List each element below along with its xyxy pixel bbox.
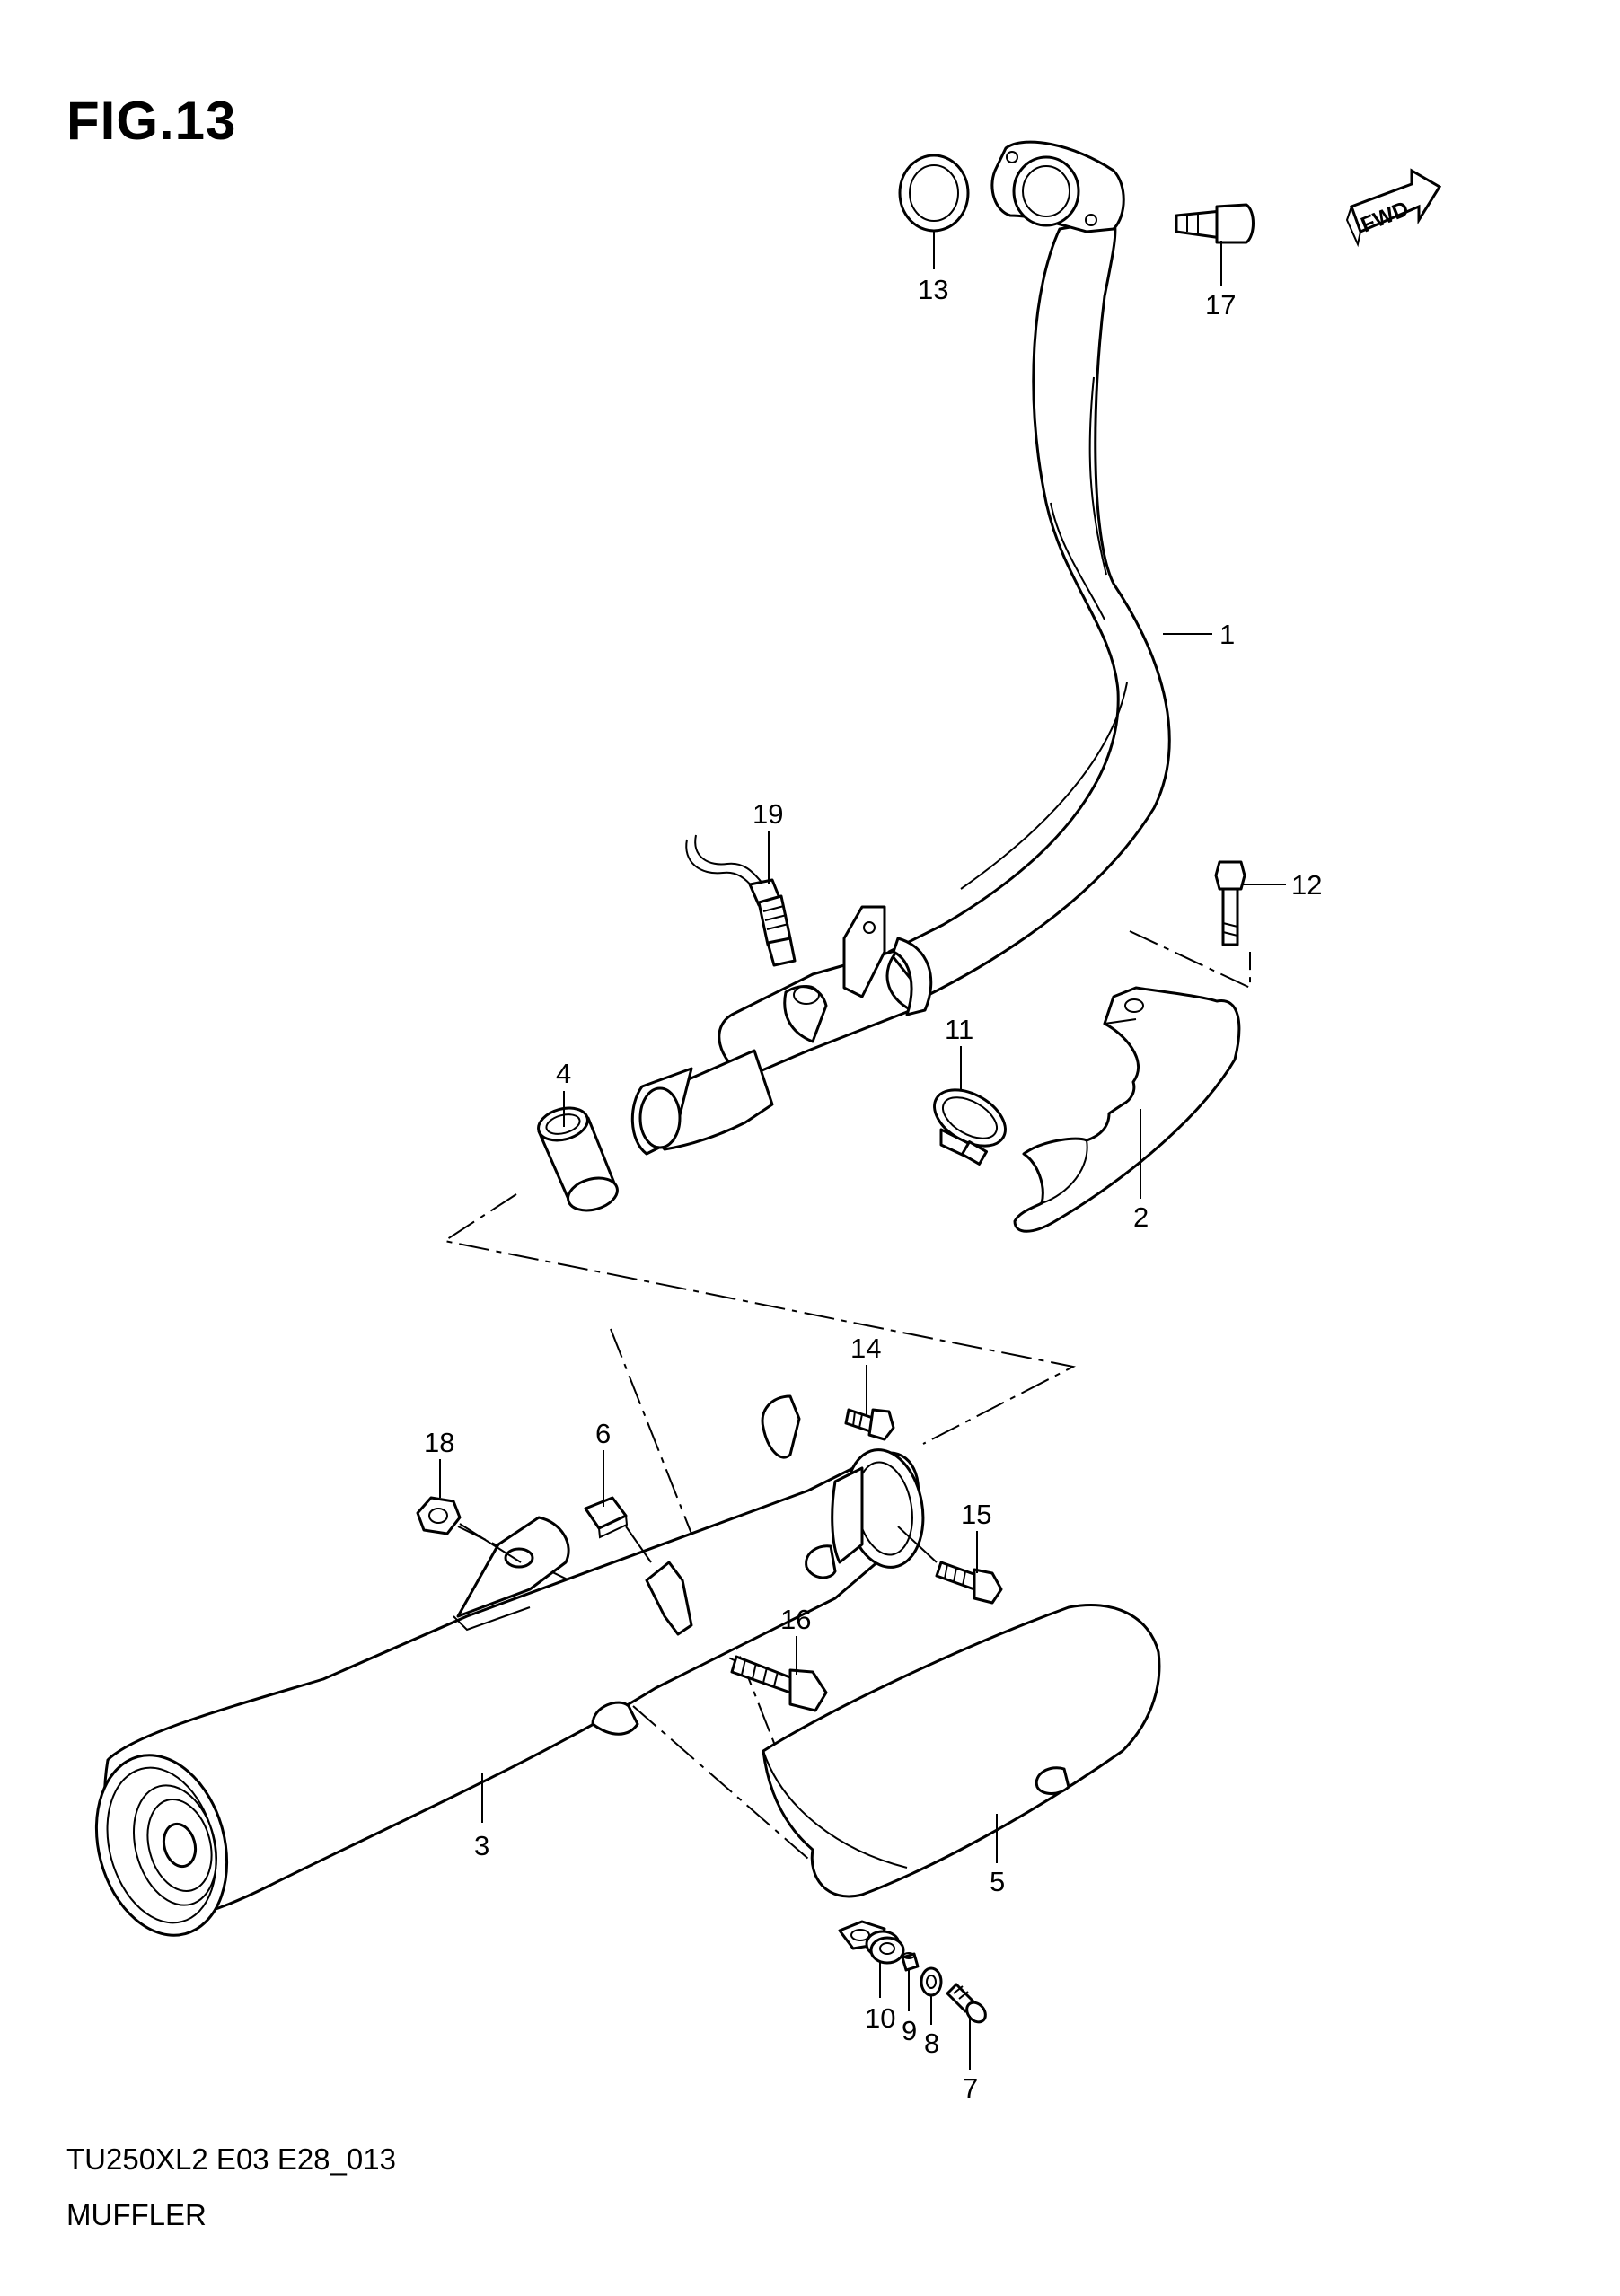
callout-12: 12 (1291, 869, 1322, 901)
callout-9: 9 (902, 2015, 917, 2046)
assembly-line-pipe-to-muffler (442, 1193, 1076, 1445)
callout-18: 18 (424, 1427, 454, 1458)
part-12-bolt (1214, 860, 1246, 946)
part-8-washer (920, 1966, 943, 1997)
callout-14: 14 (850, 1333, 881, 1364)
part-15-bolt (897, 1526, 1003, 1605)
callout-3: 3 (474, 1830, 489, 1861)
callout-11: 11 (945, 1014, 973, 1045)
callout-8: 8 (924, 2028, 939, 2059)
part-7-screw (946, 1983, 987, 2024)
part-14-bolt (844, 1408, 895, 1441)
part-9-collar (901, 1952, 920, 1972)
figure-title: FIG.13 (66, 91, 237, 151)
fwd-direction-badge: FWD (1345, 168, 1442, 248)
callout-17: 17 (1205, 289, 1236, 321)
part-1-exhaust-pipe (630, 140, 1171, 1156)
part-16-bolt (730, 1655, 828, 1712)
callout-5: 5 (990, 1866, 1005, 1897)
assembly-line-cover-bolt (1129, 930, 1251, 990)
assembly-line-cover-mount (632, 1705, 809, 1860)
part-5-protector (762, 1603, 1161, 1950)
part-6-cushion (584, 1496, 652, 1563)
part-2-heat-cover (1013, 986, 1241, 1233)
part-18-nut (416, 1496, 522, 1563)
section-name: MUFFLER (66, 2198, 207, 2231)
callout-15: 15 (961, 1499, 991, 1530)
part-3-muffler (94, 1394, 925, 1937)
callout-6: 6 (595, 1418, 611, 1449)
callout-13: 13 (918, 274, 948, 305)
callout-10: 10 (865, 2002, 895, 2034)
part-17-flange-bolt (1175, 203, 1255, 244)
callout-4: 4 (556, 1058, 571, 1089)
callout-7: 7 (963, 2072, 978, 2104)
callout-19: 19 (753, 798, 783, 830)
part-19-oxygen-sensor (685, 834, 797, 967)
callout-1: 1 (1219, 619, 1235, 650)
part-11-clamp (933, 1088, 1007, 1166)
drawing-code: TU250XL2 E03 E28_013 (66, 2142, 396, 2176)
part-4-sleeve (537, 1106, 619, 1212)
callout-2: 2 (1133, 1201, 1149, 1233)
part-10-grommet (865, 1930, 905, 1965)
part-13-gasket (898, 154, 970, 233)
callout-16: 16 (780, 1604, 811, 1635)
